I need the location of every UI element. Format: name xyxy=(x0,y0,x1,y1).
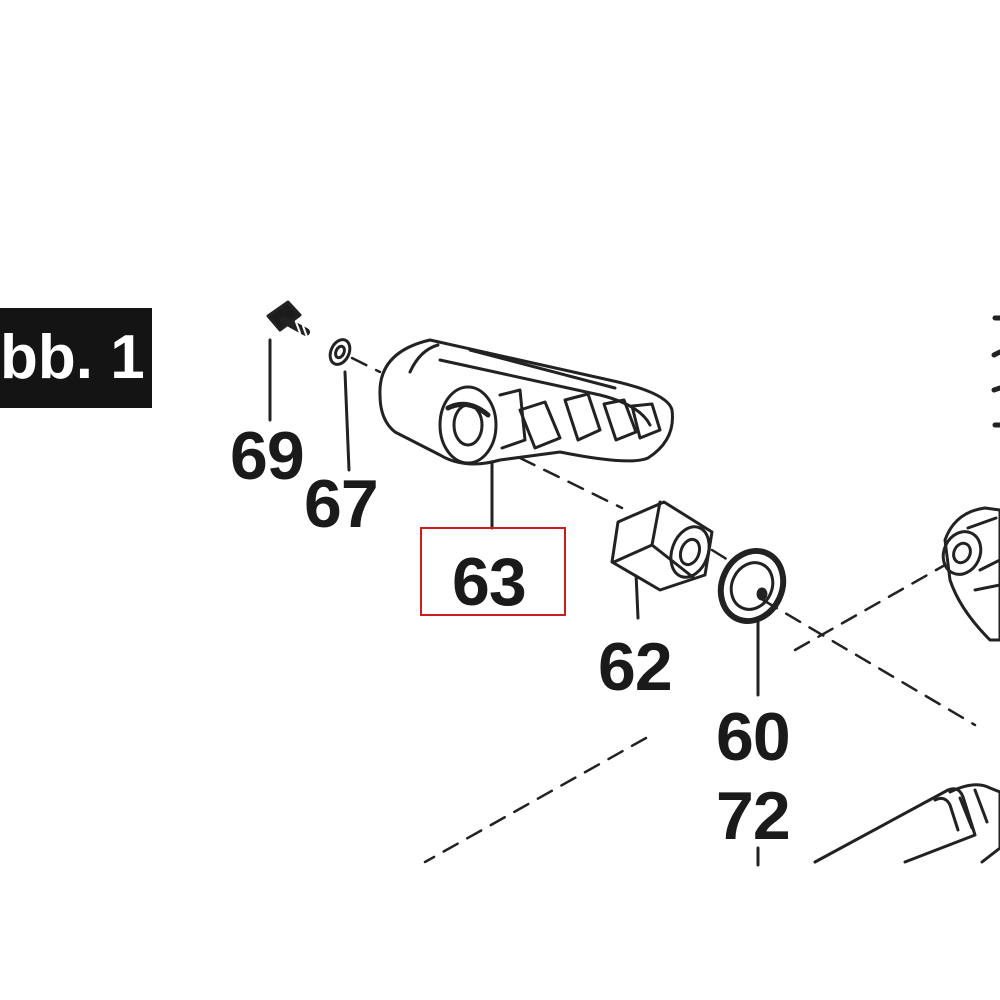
part-60-disc-washer xyxy=(717,547,787,625)
part-62-bushing xyxy=(610,500,714,592)
part-label-69: 69 xyxy=(230,418,305,494)
figure-tag: bb. 1 xyxy=(0,308,152,408)
cropped-right-edge-fragments xyxy=(991,315,1000,428)
part-72-axle xyxy=(813,783,1000,864)
part-69-screw xyxy=(266,300,310,338)
part-63-foot-housing xyxy=(378,338,674,466)
part-label-62: 62 xyxy=(598,629,673,705)
highlight-box-63 xyxy=(420,527,566,616)
part-label-60: 60 xyxy=(716,699,791,775)
part-label-63: 63 xyxy=(452,544,527,620)
part-67-washer xyxy=(328,338,352,366)
part-bracket-right xyxy=(941,506,1000,642)
part-label-67: 67 xyxy=(304,466,379,542)
assembly-axis-lines xyxy=(350,356,977,864)
leader-line-67 xyxy=(343,370,351,472)
leader-line-62 xyxy=(634,571,640,620)
part-label-72: 72 xyxy=(716,778,791,854)
